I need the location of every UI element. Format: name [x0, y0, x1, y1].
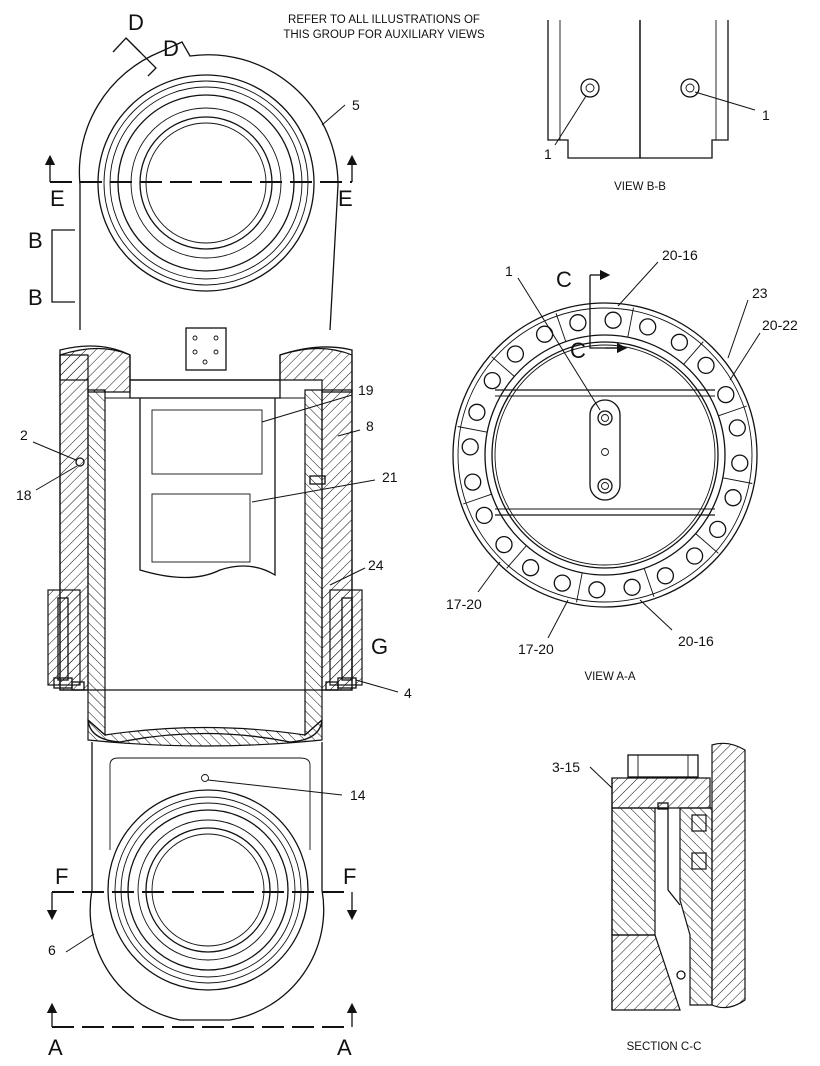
callout-bb-1-left: 1 — [544, 146, 552, 162]
header-note-line-2: THIS GROUP FOR AUXILIARY VIEWS — [283, 29, 485, 41]
callout-2: 2 — [20, 427, 28, 443]
section-cc: 3-15 SECTION C-C — [552, 742, 746, 1053]
callout-5: 5 — [352, 97, 360, 113]
bolt-hole — [553, 574, 571, 592]
callout-6: 6 — [48, 942, 56, 958]
flange-segment-line — [506, 545, 527, 569]
main-cylinder-view: D D E E B B 5 — [16, 10, 412, 1060]
bolt-hole — [468, 403, 486, 421]
bolt-hole — [521, 559, 540, 577]
view-aa: C C 1 20-16 23 20-22 17-20 17-20 20-16 V… — [446, 247, 798, 683]
section-label-e-right: E — [338, 186, 353, 211]
section-label-b-top: B — [28, 228, 43, 253]
flange-segment-line — [722, 477, 753, 484]
flange-segment-line — [576, 572, 583, 603]
bolt-hole — [717, 385, 735, 404]
view-bb-title: VIEW B-B — [614, 181, 666, 193]
callout-aa-23: 23 — [752, 285, 768, 301]
bolt-hole — [623, 578, 641, 596]
flange-segment-line — [643, 568, 655, 597]
section-label-f-left: F — [55, 864, 68, 889]
section-line-f: F F — [46, 864, 358, 921]
rod-end-eye-outline — [89, 742, 325, 1021]
callout-24: 24 — [368, 557, 384, 573]
section-label-c-bottom: C — [570, 338, 586, 363]
bolt-hole — [495, 535, 513, 554]
flange-segment-line — [491, 356, 515, 377]
section-line-e: E E — [44, 154, 358, 211]
callout-aa-17-20-left: 17-20 — [446, 596, 482, 612]
bolt-hole — [670, 333, 689, 351]
callout-aa-20-22: 20-22 — [762, 317, 798, 333]
section-mark-b: B B — [28, 228, 75, 310]
bolt-hole — [535, 325, 554, 343]
section-label-a-left: A — [48, 1035, 63, 1060]
right-bolt-flange — [329, 589, 363, 686]
flange-segment-line — [695, 533, 719, 554]
callout-aa-17-20-bottom: 17-20 — [518, 641, 554, 657]
callout-18: 18 — [16, 487, 32, 503]
section-label-d-bottom: D — [163, 36, 179, 61]
header-note: REFER TO ALL ILLUSTRATIONS OF THIS GROUP… — [283, 14, 485, 41]
section-line-a: A A — [46, 1002, 358, 1060]
callout-21: 21 — [382, 469, 398, 485]
callout-14: 14 — [350, 787, 366, 803]
flange-segment-line — [463, 493, 492, 505]
bolt-hole — [604, 311, 622, 329]
grease-plate — [185, 327, 227, 371]
callout-aa-1: 1 — [505, 263, 513, 279]
head-end-eye-outline — [78, 41, 339, 331]
section-label-a-right: A — [337, 1035, 352, 1060]
section-label-f-right: F — [343, 864, 356, 889]
flange-segment-line — [683, 341, 704, 365]
left-bolt-flange — [47, 589, 81, 686]
section-label-d-top: D — [128, 10, 144, 35]
flange-bolt-holes — [461, 311, 749, 599]
bolt-hole — [569, 314, 587, 332]
section-cc-title: SECTION C-C — [627, 1041, 702, 1053]
bolt-hole — [461, 438, 479, 456]
flange-segment-line — [555, 313, 567, 342]
callout-8: 8 — [366, 418, 374, 434]
view-bb: 1 1 VIEW B-B — [544, 20, 770, 193]
header-note-line-1: REFER TO ALL ILLUSTRATIONS OF — [288, 14, 480, 26]
callout-aa-20-16-top: 20-16 — [662, 247, 698, 263]
bolt-hole — [697, 356, 715, 375]
bolt-hole — [656, 567, 675, 585]
flange-segment-line — [457, 426, 488, 433]
callout-cc-3-15: 3-15 — [552, 759, 580, 775]
bolt-hole — [464, 473, 482, 491]
section-label-e-left: E — [50, 186, 65, 211]
callout-4: 4 — [404, 685, 412, 701]
bolt-hole — [483, 371, 501, 390]
bolt-hole — [724, 489, 742, 507]
bolt-hole — [588, 581, 606, 599]
bolt-hole — [709, 520, 727, 539]
flange-segment-line — [627, 307, 634, 338]
bolt-hole — [731, 454, 749, 472]
section-label-g: G — [371, 634, 388, 659]
section-mark-d: D D — [112, 10, 179, 77]
callout-aa-20-16-bottom: 20-16 — [678, 633, 714, 649]
bolt-hole — [685, 547, 704, 565]
flange-segment-line — [718, 405, 747, 417]
callout-bb-1-right: 1 — [762, 107, 770, 123]
section-label-c-top: C — [556, 267, 572, 292]
bolt-hole — [728, 419, 746, 437]
callout-19: 19 — [358, 382, 374, 398]
section-label-b-bottom: B — [28, 285, 43, 310]
bolt-hole — [475, 506, 493, 525]
bolt-hole — [506, 345, 525, 363]
center-plate — [589, 399, 621, 501]
bolt-hole — [639, 318, 657, 336]
view-aa-title: VIEW A-A — [584, 671, 635, 683]
